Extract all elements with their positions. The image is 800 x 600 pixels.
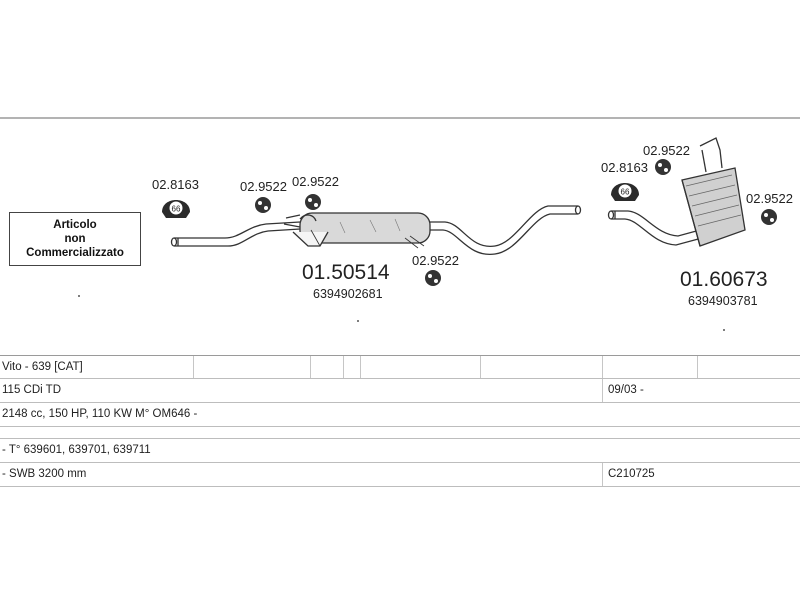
table-row: Vito - 639 [CAT] (0, 355, 800, 379)
note-line-2: non (64, 233, 86, 245)
hanger-5-icon (761, 209, 777, 225)
wheelbase-cell: - SWB 3200 mm (2, 468, 87, 480)
rear-silencer-oe: 6394903781 (688, 294, 758, 308)
spec-cell: 2148 cc, 150 HP, 110 KW M° OM646 - (2, 408, 198, 420)
hanger-4-icon (655, 159, 671, 175)
hanger-2-icon (305, 194, 321, 210)
code-cell: C210725 (608, 468, 655, 480)
note-line-1: Articolo (53, 219, 97, 231)
clamp-left-badge: 66 (172, 205, 181, 214)
front-pipe (170, 221, 301, 247)
types-cell: - T° 639601, 639701, 639711 (2, 444, 151, 456)
dot-2 (357, 320, 359, 322)
hanger-5-label: 02.9522 (746, 191, 793, 206)
hanger-1-label: 02.9522 (240, 179, 287, 194)
clamp-left-label: 02.8163 (152, 177, 199, 192)
table-row: 2148 cc, 150 HP, 110 KW M° OM646 - (0, 403, 800, 427)
middle-silencer-code: 01.50514 (302, 261, 390, 284)
clamp-right-badge: 66 (621, 188, 630, 197)
table-row: - T° 639601, 639701, 639711 (0, 439, 800, 463)
not-available-note: Articolo non Commercializzato (9, 212, 141, 266)
engine-cell: 115 CDi TD (2, 384, 62, 396)
dot-3 (723, 329, 725, 331)
rear-silencer (681, 137, 746, 247)
hanger-3-icon (425, 270, 441, 286)
rear-silencer-code: 01.60673 (680, 268, 768, 291)
hanger-2-label: 02.9522 (292, 174, 339, 189)
middle-silencer-oe: 6394902681 (313, 287, 383, 301)
clamp-left-icon (162, 200, 190, 218)
clamp-right-label: 02.8163 (601, 160, 648, 175)
table-row: - SWB 3200 mm C210725 (0, 463, 800, 487)
table-row: 115 CDi TD 09/03 - (0, 379, 800, 403)
hanger-4-label: 02.9522 (643, 143, 690, 158)
dot-1 (78, 295, 80, 297)
clamp-right-icon (611, 183, 639, 201)
vehicle-info-table: Vito - 639 [CAT] 115 CDi TD 09/03 - 2148… (0, 355, 800, 487)
date-cell: 09/03 - (608, 384, 644, 396)
intermediate-pipe (430, 205, 582, 255)
table-row-spacer (0, 427, 800, 439)
rear-pipe (607, 210, 703, 246)
middle-silencer (283, 212, 431, 249)
hanger-3-label: 02.9522 (412, 253, 459, 268)
note-line-3: Commercializzato (26, 247, 124, 259)
hanger-1-icon (255, 197, 271, 213)
model-cell: Vito - 639 [CAT] (2, 361, 83, 373)
